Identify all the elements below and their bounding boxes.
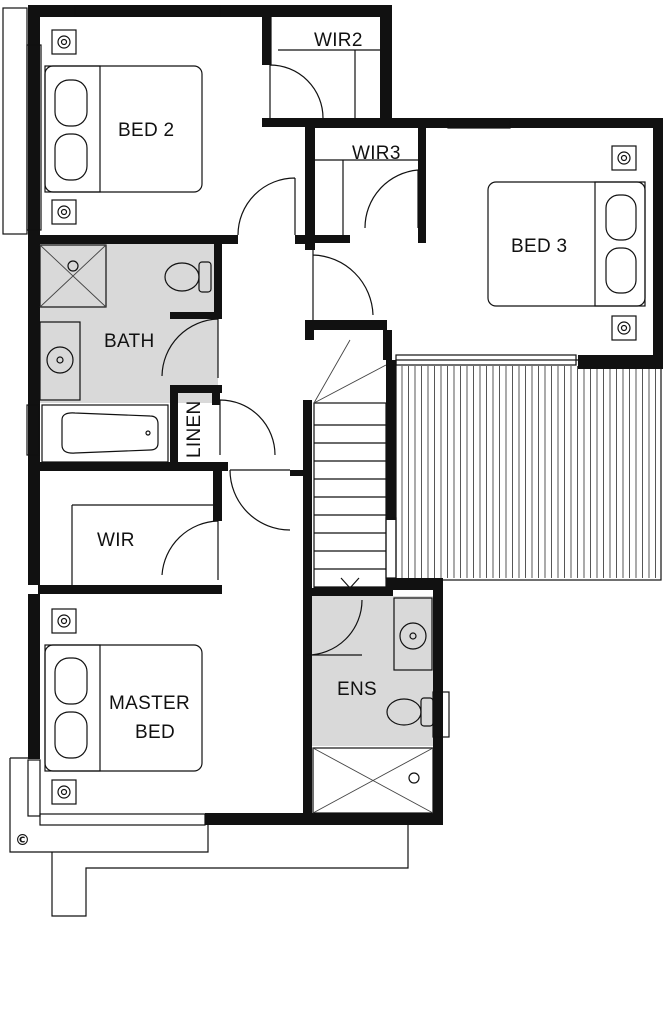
fixtures [39,17,646,814]
doors [161,64,419,656]
copyright-symbol: © [15,831,30,849]
wet-areas [38,243,440,746]
ensuite-toilet [386,697,434,727]
label-master-line1: MASTER [109,693,190,714]
stairs [313,339,387,589]
bath-floor [38,243,218,403]
label-wir: WIR [97,530,135,551]
bath-shower [39,244,107,308]
stair-treads [314,424,386,588]
label-bath: BATH [104,331,154,352]
label-wir3: WIR3 [352,143,401,164]
walls [28,5,663,825]
bed-2-bed [44,29,203,225]
master-bed [44,608,203,805]
deck [395,359,662,581]
label-bed2: BED 2 [118,120,174,141]
label-ens: ENS [337,679,377,700]
label-wir2: WIR2 [314,30,363,51]
bathtub [41,404,169,463]
bed-3-bed [487,145,646,341]
ensuite-shower [312,747,434,814]
bath-toilet [164,261,212,293]
porch-outline [9,757,409,917]
label-master-line2: BED [135,722,175,743]
copyright-mark: © [15,831,30,849]
label-linen: LINEN [184,401,205,458]
label-bed3: BED 3 [511,236,567,257]
bath-vanity [39,321,81,401]
windows [2,5,577,826]
room-labels: WIR2 BED 2 WIR3 BED 3 BATH LINEN WIR MAS… [97,30,567,743]
ensuite-vanity [393,597,433,671]
ensuite-floor [306,596,440,746]
deck-boards [401,366,656,578]
